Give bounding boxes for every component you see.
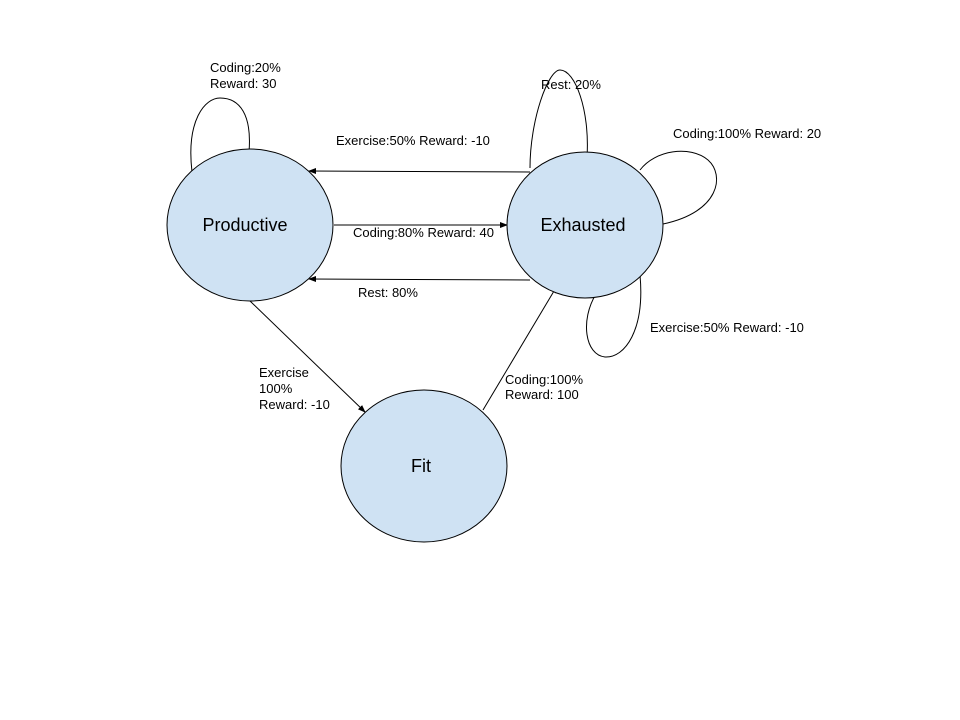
exhausted-exercise-self-loop: [585, 274, 642, 358]
productive-self-loop: [190, 97, 250, 173]
state-fit-label: Fit: [411, 456, 431, 476]
fit-to-exhausted-label-line-1: Coding:100%: [505, 372, 583, 387]
productive-to-exhausted-coding-label: Coding:80% Reward: 40: [353, 225, 494, 240]
productive-to-fit-arrow: [249, 300, 366, 413]
state-fit: [340, 389, 508, 543]
productive-to-fit-label-line-3: Reward: -10: [259, 397, 330, 412]
state-productive-label: Productive: [202, 215, 287, 235]
state-productive: [166, 148, 334, 302]
fit-to-exhausted-label-line-2: Reward: 100: [505, 387, 579, 402]
productive-self-loop-label-line-1: Coding:20%: [210, 60, 281, 75]
exhausted-to-productive-rest-arrow: [308, 276, 531, 283]
exhausted-coding-self-loop: [639, 150, 717, 225]
exhausted-coding-self-loop-label: Coding:100% Reward: 20: [673, 126, 821, 141]
exhausted-rest-self-loop: [529, 69, 588, 169]
productive-self-loop-label-line-2: Reward: 30: [210, 76, 276, 91]
exhausted-exercise-self-loop-label: Exercise:50% Reward: -10: [650, 320, 804, 335]
exhausted-to-productive-rest-label: Rest: 80%: [358, 285, 418, 300]
productive-to-fit-label-line-1: Exercise: [259, 365, 309, 380]
exhausted-rest-self-loop-label: Rest: 20%: [541, 77, 601, 92]
state-exhausted-label: Exhausted: [540, 215, 625, 235]
fit-to-exhausted-arrow: [482, 285, 558, 411]
exhausted-to-productive-exercise-arrow: [308, 168, 531, 175]
productive-to-fit-label-line-2: 100%: [259, 381, 293, 396]
exhausted-to-productive-exercise-label: Exercise:50% Reward: -10: [336, 133, 490, 148]
state-exhausted: [506, 151, 664, 299]
